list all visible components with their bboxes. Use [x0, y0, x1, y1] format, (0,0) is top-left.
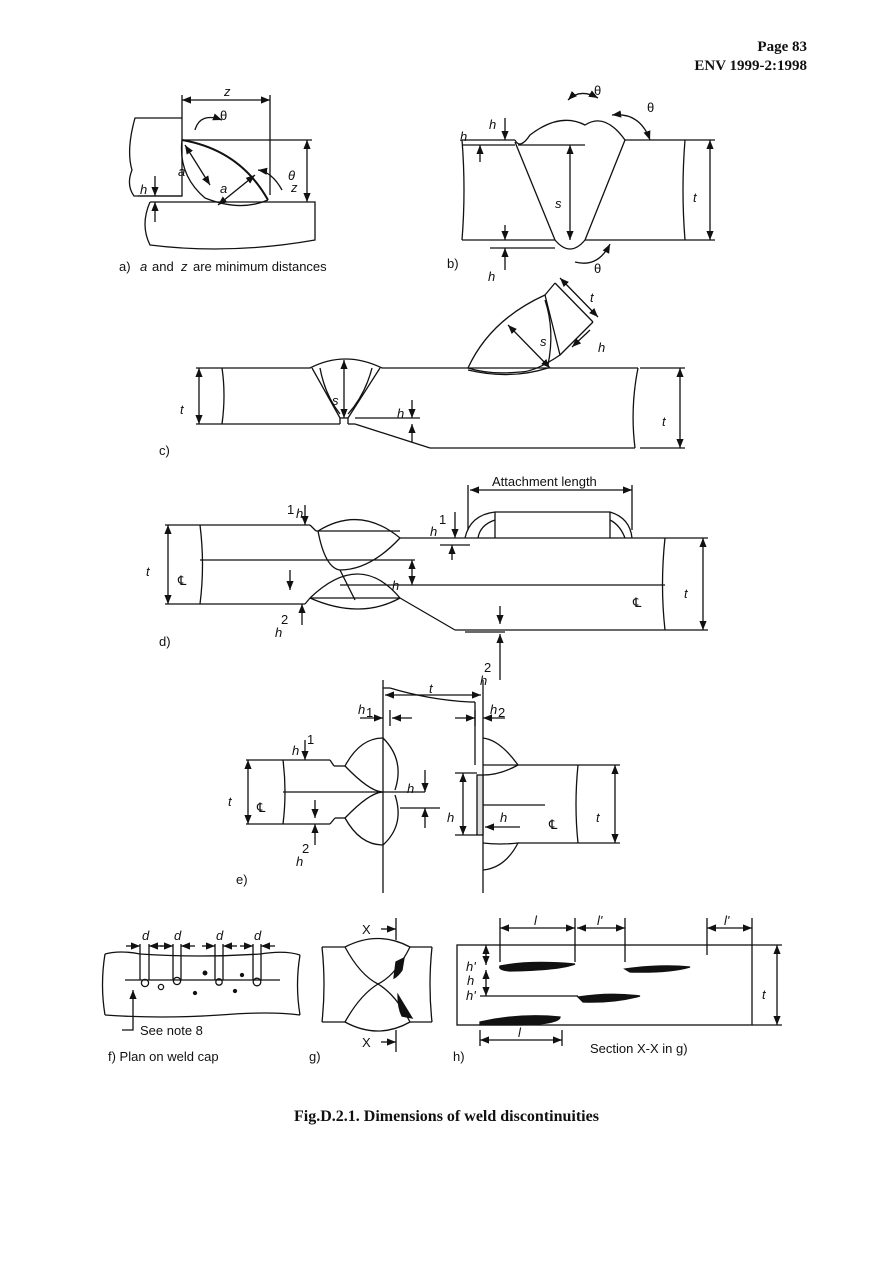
label-x1: X: [362, 922, 371, 937]
label-h-d: h: [392, 578, 399, 593]
caption-f: f) Plan on weld cap: [108, 1049, 219, 1064]
label-attachment: Attachment length: [492, 474, 597, 489]
label-t-c2: t: [662, 414, 667, 429]
label-h-b1: h: [489, 117, 496, 132]
label-sub1-e2: 1: [307, 732, 314, 747]
label-h1-d: h: [296, 506, 303, 521]
label-cl-d2: ℄: [632, 595, 642, 610]
label-h-a: h: [140, 182, 147, 197]
label-hp2: h': [466, 988, 476, 1003]
label-see-note: See note 8: [140, 1023, 203, 1038]
label-sub2-d2: 2: [484, 660, 491, 675]
label-sub1-d2: 1: [439, 512, 446, 527]
label-section: Section X-X in g): [590, 1041, 688, 1056]
caption-a-var2: z: [180, 259, 188, 274]
panel-a-drawing: [128, 95, 316, 250]
standard-reference: ENV 1999-2:1998: [694, 58, 807, 74]
label-h-e: h: [407, 781, 414, 796]
label-t-c1: t: [180, 402, 185, 417]
label-z: z: [223, 84, 231, 99]
label-t-e3: t: [596, 810, 601, 825]
label-cl-e2: ℄: [548, 817, 558, 832]
label-t-c3: t: [590, 290, 595, 305]
label-h-e4: h: [500, 810, 507, 825]
panel-g-drawing: [321, 918, 433, 1052]
caption-d: d): [159, 634, 171, 649]
label-t-b: t: [693, 190, 698, 205]
label-hp1: h': [466, 959, 476, 974]
label-sub2-d: 2: [281, 612, 288, 627]
caption-a-prefix: a): [119, 259, 131, 274]
label-sub2-e2: 2: [302, 841, 309, 856]
panel-c-drawing: [195, 277, 685, 449]
label-l2: l: [518, 1025, 522, 1040]
label-h-h: h: [467, 973, 474, 988]
label-t-e1: t: [429, 681, 434, 696]
page-number: Page 83: [757, 39, 807, 55]
label-d2: d: [174, 928, 182, 943]
caption-a-mid: and: [152, 259, 174, 274]
label-t-h: t: [762, 987, 767, 1002]
caption-e: e): [236, 872, 248, 887]
label-cl-d1: ℄: [177, 573, 187, 588]
panel-e-drawing: [244, 680, 620, 893]
panel-b-drawing: [461, 90, 715, 270]
label-h-c: h: [397, 406, 404, 421]
label-theta-b3: θ: [594, 261, 601, 276]
label-lp2: l': [724, 913, 730, 928]
label-h2-d: h: [275, 625, 282, 640]
panel-f-drawing: [101, 942, 301, 1031]
label-s-c2: s: [540, 334, 547, 349]
label-sub1-d: 1: [287, 502, 294, 517]
label-s-b: s: [555, 196, 562, 211]
panel-h-drawing: [456, 918, 782, 1046]
label-theta-b1: θ: [594, 83, 601, 98]
label-d1: d: [142, 928, 150, 943]
label-h1-e: h: [358, 702, 365, 717]
panel-d-drawing: [164, 485, 708, 680]
label-h1-e2: h: [292, 743, 299, 758]
label-a2: a: [220, 181, 227, 196]
caption-b: b): [447, 256, 459, 271]
label-h-c2: h: [598, 340, 605, 355]
label-sub2-e: 2: [498, 705, 505, 720]
label-l1: l: [534, 913, 538, 928]
label-h1-d2: h: [430, 524, 437, 539]
label-d3: d: [216, 928, 224, 943]
label-h-b3: h: [488, 269, 495, 284]
label-z2: z: [290, 180, 298, 195]
caption-c: c): [159, 443, 170, 458]
label-a1: a: [178, 164, 185, 179]
label-h2-e2: h: [296, 854, 303, 869]
caption-a-rest: are minimum distances: [193, 259, 327, 274]
label-theta-b2: θ: [647, 100, 654, 115]
label-h-e3: h: [447, 810, 454, 825]
label-cl-e1: ℄: [256, 800, 266, 815]
label-t-d1: t: [146, 564, 151, 579]
label-lp1: l': [597, 913, 603, 928]
caption-g: g): [309, 1049, 321, 1064]
label-t-e2: t: [228, 794, 233, 809]
label-theta-a1: θ: [220, 108, 227, 123]
label-sub1-e: 1: [366, 705, 373, 720]
label-t-d2: t: [684, 586, 689, 601]
figure-title: Fig.D.2.1. Dimensions of weld discontinu…: [294, 1108, 599, 1125]
label-x2: X: [362, 1035, 371, 1050]
label-s-c1: s: [332, 393, 339, 408]
label-h-b2: h: [460, 129, 467, 144]
label-d4: d: [254, 928, 262, 943]
caption-a-var1: a: [140, 259, 147, 274]
caption-h: h): [453, 1049, 465, 1064]
label-h2-e: h: [490, 702, 497, 717]
label-theta-a2: θ: [288, 168, 295, 183]
